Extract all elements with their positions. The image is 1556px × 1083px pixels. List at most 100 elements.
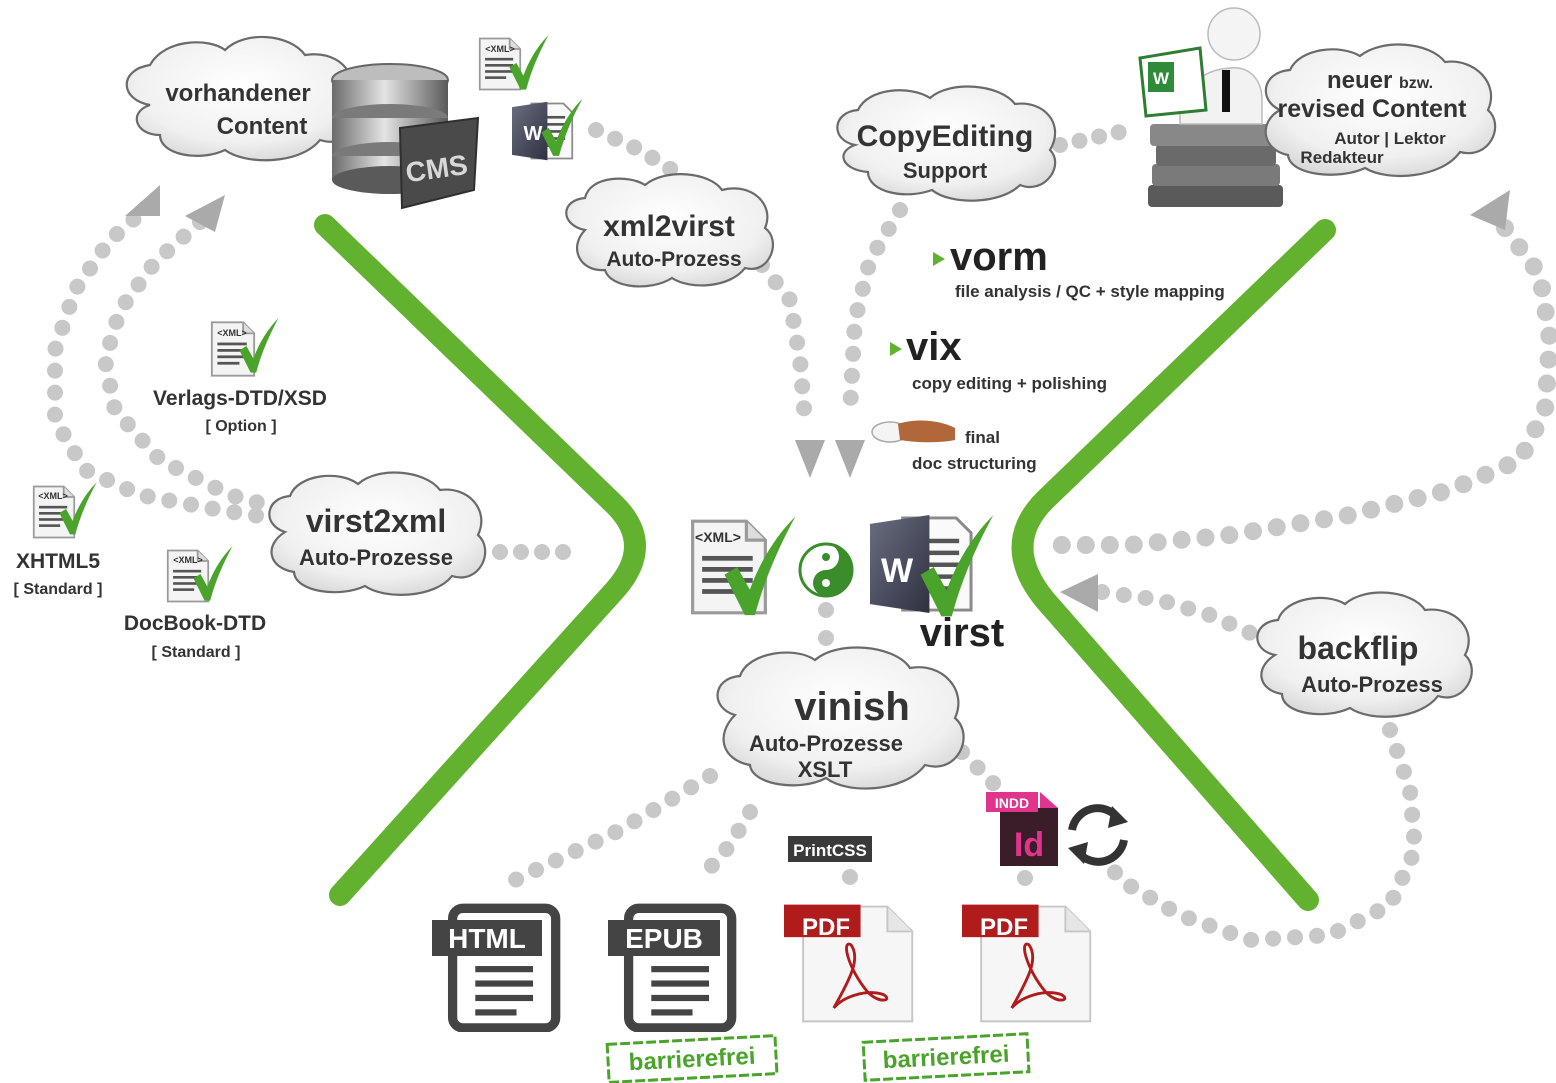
connector-dot: [588, 122, 604, 138]
connector-dot: [1201, 917, 1218, 934]
connector-dot: [860, 259, 877, 276]
printcss-tag: PrintCSS: [788, 836, 872, 862]
author-on-books-illustration: W: [1138, 7, 1283, 207]
connector-dot: [1110, 124, 1127, 141]
connector-dot: [207, 479, 224, 496]
connector-dot: [702, 768, 718, 784]
arrowhead-center-left: [795, 440, 825, 478]
connector-dot: [183, 496, 199, 513]
dots-yin-to-vinish: [818, 602, 834, 646]
connector-dot: [248, 507, 264, 524]
connector-dot: [1533, 279, 1551, 298]
vinish-title: vinish: [794, 685, 910, 729]
yin-yang-icon: [798, 542, 854, 598]
connector-dot: [47, 384, 63, 401]
barrierefrei-stamp-epub: barrierefrei: [605, 1034, 779, 1083]
connector-dot: [1315, 510, 1333, 529]
cloud-virst2xml: virst2xml Auto-Prozesse: [268, 471, 487, 596]
connector-dot: [1291, 514, 1310, 533]
connector-dot: [55, 426, 72, 443]
connector-dot: [1243, 931, 1260, 948]
dots-vinish-html: [508, 768, 718, 888]
connector-dot: [1172, 530, 1191, 549]
connector-dot: [106, 399, 123, 416]
backflip-sub: Auto-Prozess: [1301, 672, 1443, 697]
connector-dot: [79, 462, 96, 479]
connector-dot: [1267, 518, 1286, 537]
connector-dot: [119, 481, 136, 498]
epub-label: EPUB: [625, 923, 703, 954]
dots-backflip-arrow: [1094, 584, 1258, 641]
connector-dot: [226, 504, 243, 521]
backflip-title: backflip: [1298, 630, 1419, 666]
dots-printcss-pdf: [842, 869, 858, 885]
center-word-doc-icon: W: [870, 513, 994, 617]
neuer-line4: Redakteur: [1300, 148, 1384, 167]
connector-dot: [1076, 536, 1095, 554]
connector-dot: [1536, 398, 1555, 417]
connector-dot: [1510, 238, 1529, 257]
arrowhead-center-right: [835, 440, 865, 478]
connector-dot: [1385, 889, 1402, 906]
center-virst: <XML> W virst: [690, 513, 1004, 655]
connector-dot: [47, 340, 64, 357]
connector-dot: [119, 416, 136, 433]
connector-dot: [843, 367, 860, 384]
svg-text:<XML>: <XML>: [485, 44, 515, 54]
connector-dot: [1537, 374, 1556, 393]
connector-dot: [1369, 903, 1386, 920]
connector-dot: [1408, 489, 1427, 508]
connector-dot: [1180, 910, 1197, 927]
connector-dot: [161, 492, 178, 509]
connector-dot: [1220, 526, 1239, 545]
xml-doc-icon-top: <XML>: [478, 35, 549, 91]
connector-dot: [1071, 132, 1088, 149]
connector-dot: [117, 294, 134, 311]
connector-dot: [102, 334, 119, 351]
connector-dot: [61, 298, 78, 315]
connector-dot: [1526, 420, 1545, 439]
connector-dot: [108, 313, 125, 330]
vinish-sub1: Auto-Prozesse: [749, 731, 903, 756]
connector-dot: [818, 602, 834, 618]
connector-dot: [1385, 494, 1404, 513]
connector-dot: [1201, 606, 1218, 623]
connector-dot: [781, 291, 798, 308]
connector-dot: [789, 334, 806, 351]
connector-dot: [94, 242, 111, 259]
connector-dot: [108, 226, 125, 242]
svg-text:<XML>: <XML>: [217, 328, 247, 338]
output-pdf-indd-icon: PDF: [962, 903, 1092, 1023]
connector-dot: [644, 149, 661, 166]
connector-dot: [1222, 925, 1239, 941]
left-green-arc: [314, 214, 646, 906]
connector-dot: [1265, 930, 1282, 947]
connector-dot: [1052, 137, 1068, 153]
center-xml-doc-icon: <XML>: [690, 516, 796, 616]
connector-dot: [730, 822, 747, 839]
docbook-title: DocBook-DTD: [124, 612, 266, 635]
connector-dot: [187, 469, 204, 486]
step-vix: vix copy editing + polishing: [890, 325, 1107, 393]
copyediting-sub: Support: [903, 158, 988, 183]
connector-dot: [1330, 923, 1346, 939]
connector-dot: [1539, 350, 1556, 369]
vix-bullet-icon: [890, 342, 902, 356]
cloud-backflip: backflip Auto-Prozess: [1256, 591, 1473, 718]
connector-dot: [846, 323, 863, 340]
arrowhead-backflip: [1060, 574, 1098, 612]
cloud-copyediting-support: CopyEditing Support: [836, 85, 1057, 202]
connector-dot: [1349, 913, 1366, 930]
indd-letters: Id: [1014, 826, 1044, 864]
step-vorm: vorm file analysis / QC + style mapping: [933, 235, 1225, 301]
connector-dot: [1454, 475, 1473, 494]
connector-dot: [683, 779, 700, 796]
arrowhead-right-top: [1470, 190, 1510, 230]
connector-dot: [1115, 587, 1132, 603]
connector-dot: [607, 130, 624, 147]
verlags-title: Verlags-DTD/XSD: [153, 387, 327, 410]
copyediting-title: CopyEditing: [857, 120, 1034, 153]
arrowhead-left-outer: [125, 185, 160, 216]
connector-dot: [645, 802, 662, 818]
connector-dot: [1309, 927, 1325, 944]
